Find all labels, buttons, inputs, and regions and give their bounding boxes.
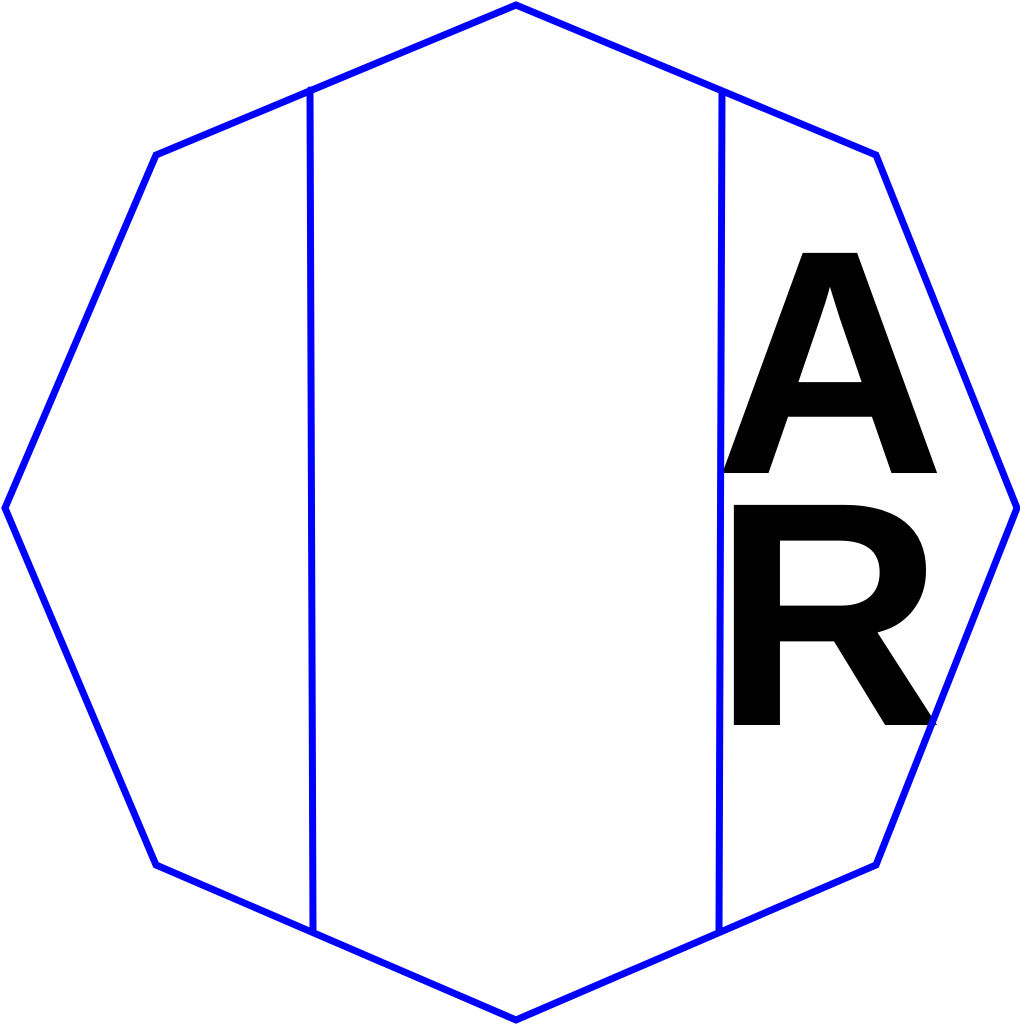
label-a: A	[714, 183, 945, 541]
left-divider-line	[306, 86, 317, 936]
label-r: R	[712, 435, 943, 793]
right-divider-line	[715, 88, 726, 936]
